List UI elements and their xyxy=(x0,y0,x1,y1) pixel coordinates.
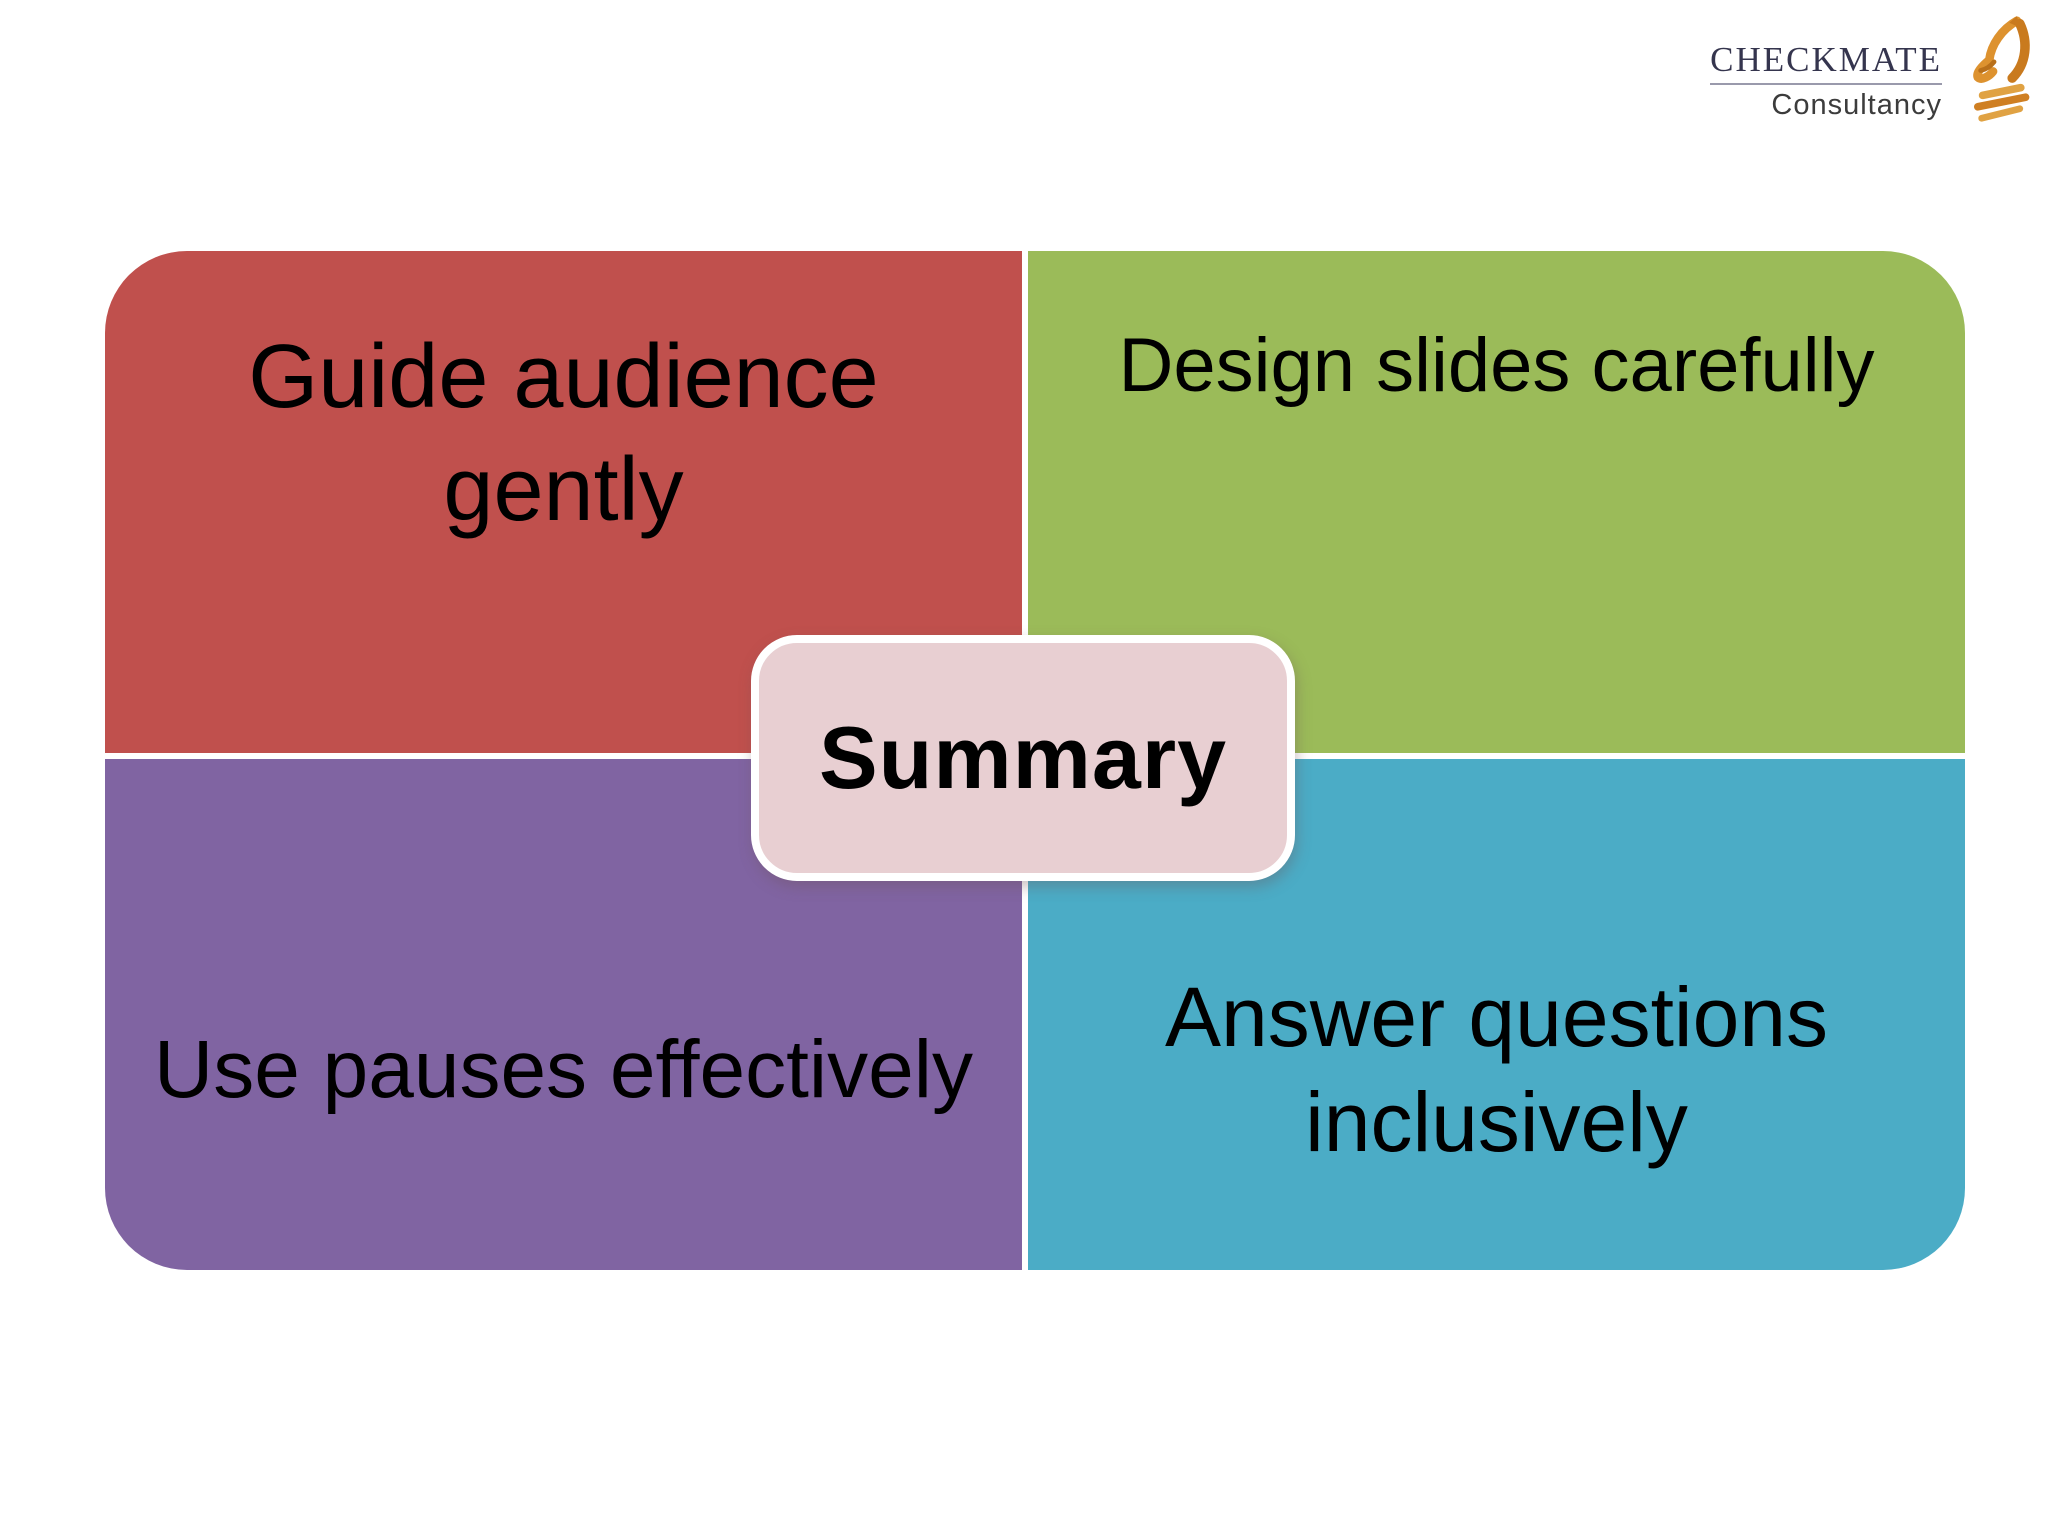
quadrant-label: Guide audience gently xyxy=(248,327,879,541)
quadrant-top-left: Guide audience gently xyxy=(105,251,1022,753)
quadrant-label: Design slides carefully xyxy=(1118,323,1875,408)
logo: CHECKMATE Consultancy xyxy=(1710,14,2038,126)
quadrant-label: Answer questions inclusively xyxy=(1164,970,1829,1169)
logo-brand-text: CHECKMATE xyxy=(1710,42,1942,85)
chess-knight-icon xyxy=(1973,16,2030,122)
logo-text: CHECKMATE Consultancy xyxy=(1710,14,1942,120)
logo-subtitle-text: Consultancy xyxy=(1771,89,1942,121)
quadrant-label: Use pauses effectively xyxy=(154,1023,973,1115)
summary-box: Summary xyxy=(751,635,1295,881)
quadrant-bottom-left: Use pauses effectively xyxy=(105,759,1022,1270)
summary-label: Summary xyxy=(818,708,1228,807)
